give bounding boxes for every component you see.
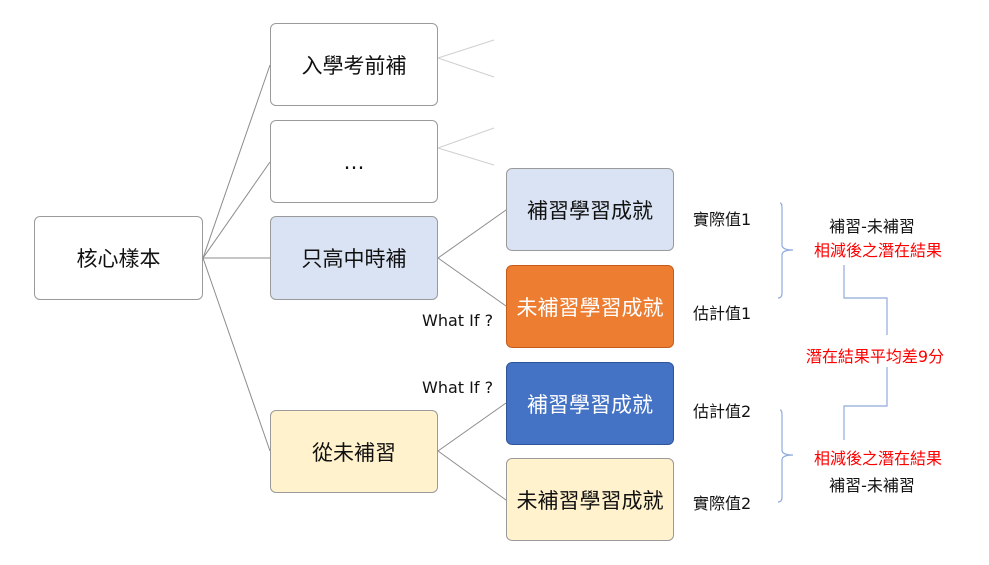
node-untutored-achievement-2: 未補習學習成就: [506, 458, 674, 541]
node-untutored-achievement-1: 未補習學習成就: [506, 265, 674, 348]
node-high-school-only: 只高中時補: [270, 216, 438, 300]
edge: [202, 64, 271, 259]
bottom-bracket: [777, 409, 794, 503]
top-result-formula: 補習-未補習: [829, 217, 915, 236]
edge: [437, 450, 507, 501]
what-if-label: What If ?: [422, 378, 494, 397]
bottom-result-label: 相減後之潛在結果: [813, 449, 943, 468]
edge: [202, 161, 271, 259]
top-result-label: 相減後之潛在結果: [813, 241, 943, 260]
edge: [437, 402, 507, 452]
node-never-tutored: 從未補習: [270, 410, 438, 493]
bottom-result-formula: 補習-未補習: [829, 476, 915, 495]
estimated-value-2: 估計值2: [693, 402, 752, 421]
elbow-top: [843, 265, 888, 335]
mean-difference-label: 潛在結果平均差9分: [805, 347, 945, 366]
top-bracket: [777, 202, 794, 299]
node-pre-exam-tutoring: 入學考前補: [270, 23, 438, 106]
actual-value-1: 實際值1: [693, 210, 752, 229]
what-if-label: What If ?: [422, 311, 494, 330]
edge: [437, 257, 507, 307]
actual-value-2: 實際值2: [693, 494, 752, 513]
edge: [202, 257, 271, 452]
estimated-value-1: 估計值1: [693, 304, 752, 323]
node-tutored-achievement-1: 補習學習成就: [506, 168, 674, 251]
node-tutored-achievement-2: 補習學習成就: [506, 362, 674, 445]
root-node: 核心樣本: [34, 216, 203, 300]
edge: [437, 209, 507, 259]
node-ellipsis: …: [270, 120, 438, 203]
elbow-bottom: [843, 367, 888, 440]
